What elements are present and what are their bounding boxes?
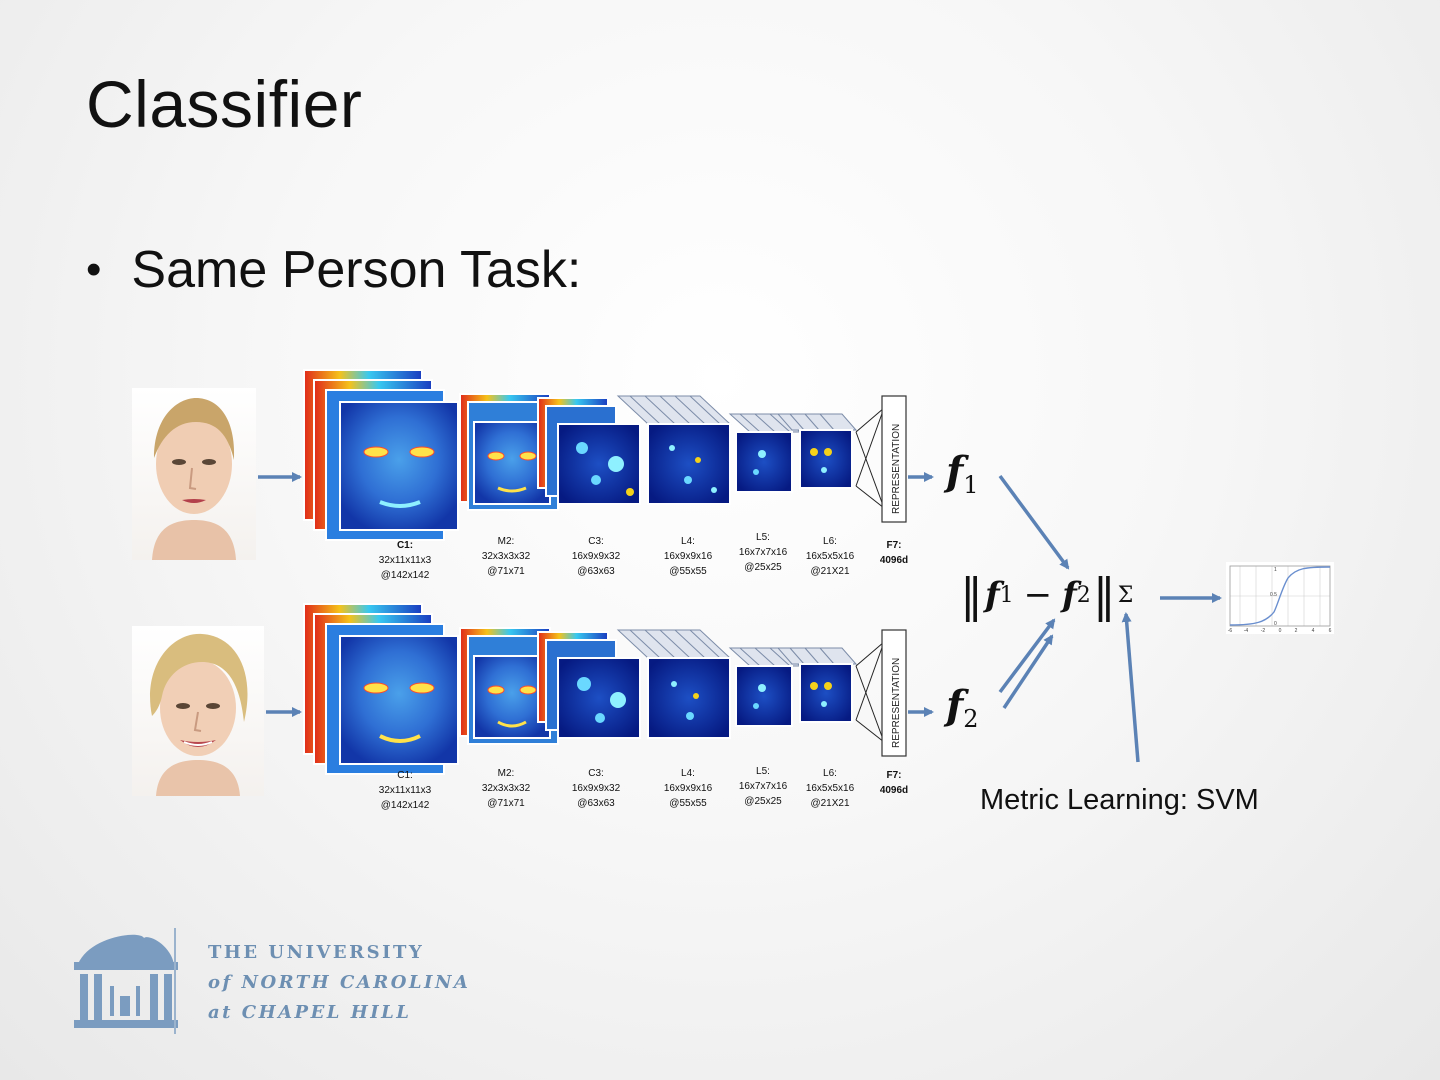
arrow-svm-to-formula bbox=[1121, 612, 1140, 763]
y-tick: 1 bbox=[1274, 567, 1277, 573]
network-diagram-top: REPRESENTATION bbox=[303, 369, 907, 541]
layer-caption: M2:32x3x3x32@71x71 bbox=[481, 768, 531, 809]
bullet-item: • Same Person Task: bbox=[86, 240, 581, 300]
x-tick: 2 bbox=[1295, 628, 1298, 634]
feature-f2-label: f2 bbox=[946, 682, 979, 733]
arrow-f2-to-formula bbox=[998, 618, 1056, 694]
layer-caption: F7:4096d bbox=[879, 770, 909, 796]
feature-f1-label: f1 bbox=[946, 448, 979, 499]
x-tick: 6 bbox=[1329, 628, 1332, 634]
metric-learning-caption: Metric Learning: SVM bbox=[980, 784, 1259, 816]
university-name-line1: THE UNIVERSITY bbox=[208, 942, 425, 963]
face-image-bottom bbox=[132, 626, 264, 796]
representation-label-bottom: REPRESENTATION bbox=[891, 658, 902, 748]
x-tick: 4 bbox=[1312, 628, 1315, 634]
layer-caption: M2:32x3x3x32@71x71 bbox=[481, 536, 531, 577]
slide-title: Classifier bbox=[86, 67, 363, 141]
layer-caption: C1:32x11x11x3@142x142 bbox=[378, 770, 432, 811]
y-tick: 0.5 bbox=[1270, 592, 1277, 598]
bullet-text: Same Person Task: bbox=[131, 241, 582, 299]
layer-caption: L4:16x9x9x16@55x55 bbox=[663, 536, 713, 577]
layer-caption: L4:16x9x9x16@55x55 bbox=[663, 768, 713, 809]
unc-old-well-logo-icon bbox=[74, 928, 178, 1034]
layer-caption: L6:16x5x5x16@21X21 bbox=[805, 536, 855, 577]
x-tick: -2 bbox=[1261, 628, 1266, 634]
sigmoid-plot: -6 -4 -2 0 2 4 6 0 0.5 1 bbox=[1226, 562, 1334, 634]
network-diagram-bottom: REPRESENTATION bbox=[303, 603, 907, 775]
layer-caption: C3:16x9x9x32@63x63 bbox=[571, 768, 621, 809]
y-tick: 0 bbox=[1274, 621, 1277, 627]
bullet-dot-icon: • bbox=[86, 245, 102, 294]
arrow-f1-to-formula bbox=[998, 474, 1070, 570]
layer-caption: L5:16x7x7x16@25x25 bbox=[738, 766, 788, 807]
x-tick: -6 bbox=[1228, 628, 1233, 634]
layer-caption: C3:16x9x9x32@63x63 bbox=[571, 536, 621, 577]
layer-caption: L5:16x7x7x16@25x25 bbox=[738, 532, 788, 573]
x-tick: 0 bbox=[1279, 628, 1282, 634]
representation-label-top: REPRESENTATION bbox=[891, 424, 902, 514]
university-name-line2: of NORTH CAROLINA bbox=[208, 972, 471, 993]
layer-caption: L6:16x5x5x16@21X21 bbox=[805, 768, 855, 809]
face-image-top bbox=[132, 388, 256, 560]
layer-caption: C1:32x11x11x3@142x142 bbox=[378, 540, 432, 581]
arrow-f2-to-formula-2 bbox=[1002, 634, 1054, 709]
x-tick: -4 bbox=[1244, 628, 1249, 634]
university-name-line3: at CHAPEL HILL bbox=[208, 1002, 412, 1023]
layer-caption: F7:4096d bbox=[879, 540, 909, 566]
